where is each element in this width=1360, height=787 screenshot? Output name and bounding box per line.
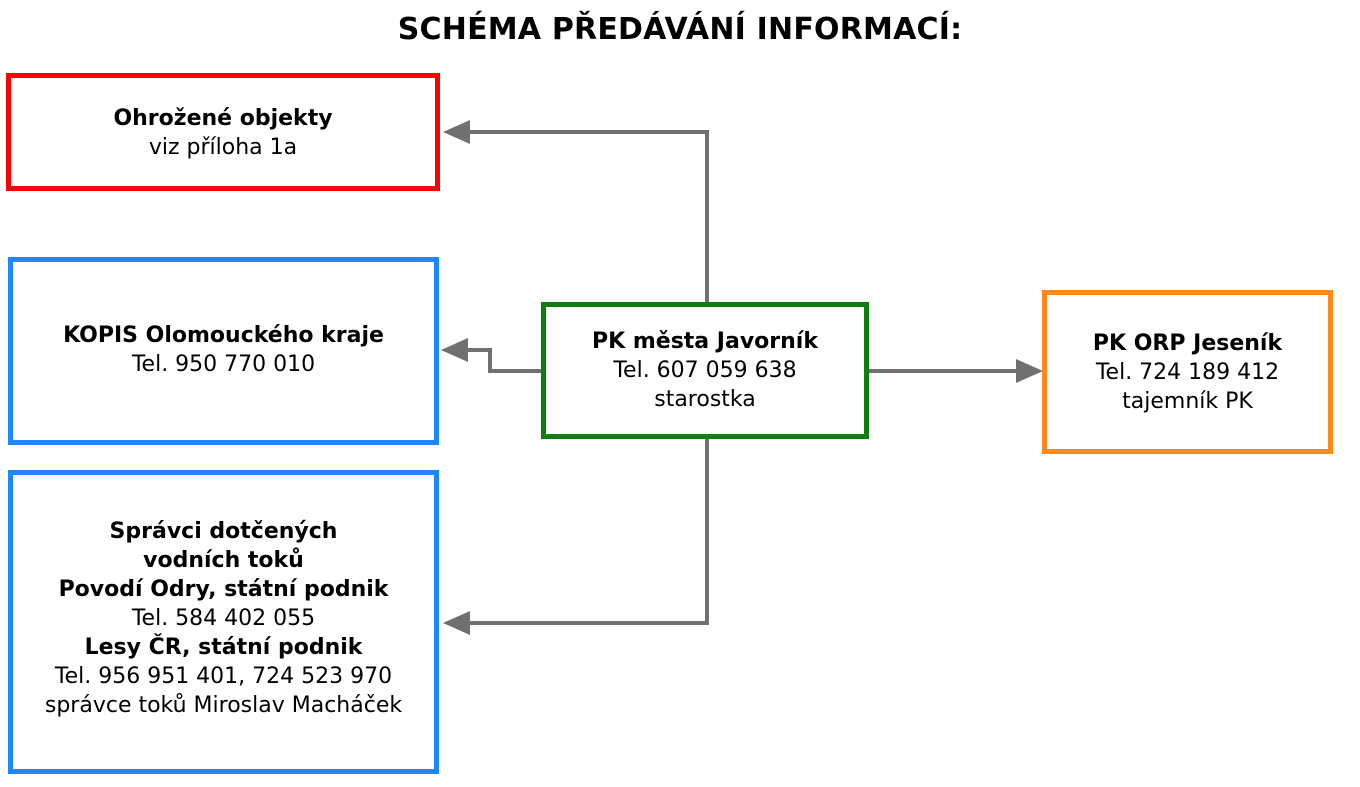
kopis-heading: KOPIS Olomouckého kraje: [63, 323, 384, 348]
povodi-odry-name: Povodí Odry, státní podnik: [58, 577, 389, 602]
lesy-cr-contact: správce toků Miroslav Macháček: [44, 693, 403, 718]
diagram-title: SCHÉMA PŘEDÁVÁNÍ INFORMACÍ:: [397, 12, 963, 47]
ohrozene-note: viz příloha 1a: [148, 135, 298, 160]
povodi-odry-phone: Tel. 584 402 055: [131, 606, 316, 631]
kopis-phone: Tel. 950 770 010: [131, 352, 316, 377]
orp-role: tajemník PK: [1122, 388, 1253, 414]
orp-phone: Tel. 724 189 412: [1095, 359, 1280, 385]
lesy-cr-name: Lesy ČR, státní podnik: [84, 635, 363, 660]
arrowhead-to-spravci: [443, 611, 470, 635]
box-pk-javornik: PK města Javorník Tel. 607 059 638 staro…: [541, 302, 869, 439]
box-orp-jesenik: PK ORP Jeseník Tel. 724 189 412 tajemník…: [1042, 290, 1333, 454]
box-spravci-toku: Správci dotčených vodních toků Povodí Od…: [8, 470, 439, 774]
orp-heading: PK ORP Jeseník: [1092, 330, 1283, 356]
lesy-cr-phone: Tel. 956 951 401, 724 523 970: [54, 664, 393, 689]
pk-role: starostka: [654, 387, 756, 412]
box-kopis: KOPIS Olomouckého kraje Tel. 950 770 010: [8, 257, 439, 445]
connector-to-ohrozene: [468, 130, 709, 302]
box-ohrozene-objekty: Ohrožené objekty viz příloha 1a: [6, 73, 440, 191]
arrowhead-to-kopis: [441, 338, 468, 362]
pk-heading: PK města Javorník: [592, 329, 818, 354]
pk-phone: Tel. 607 059 638: [613, 358, 797, 383]
spravci-heading-2: vodních toků: [143, 548, 304, 573]
connector-to-spravci: [468, 439, 709, 625]
spravci-heading-1: Správci dotčených: [109, 519, 338, 544]
arrowhead-to-ohrozene: [443, 120, 470, 144]
arrowhead-to-orp: [1016, 359, 1043, 383]
connector-to-kopis: [466, 348, 541, 373]
ohrozene-heading: Ohrožené objekty: [113, 106, 333, 131]
